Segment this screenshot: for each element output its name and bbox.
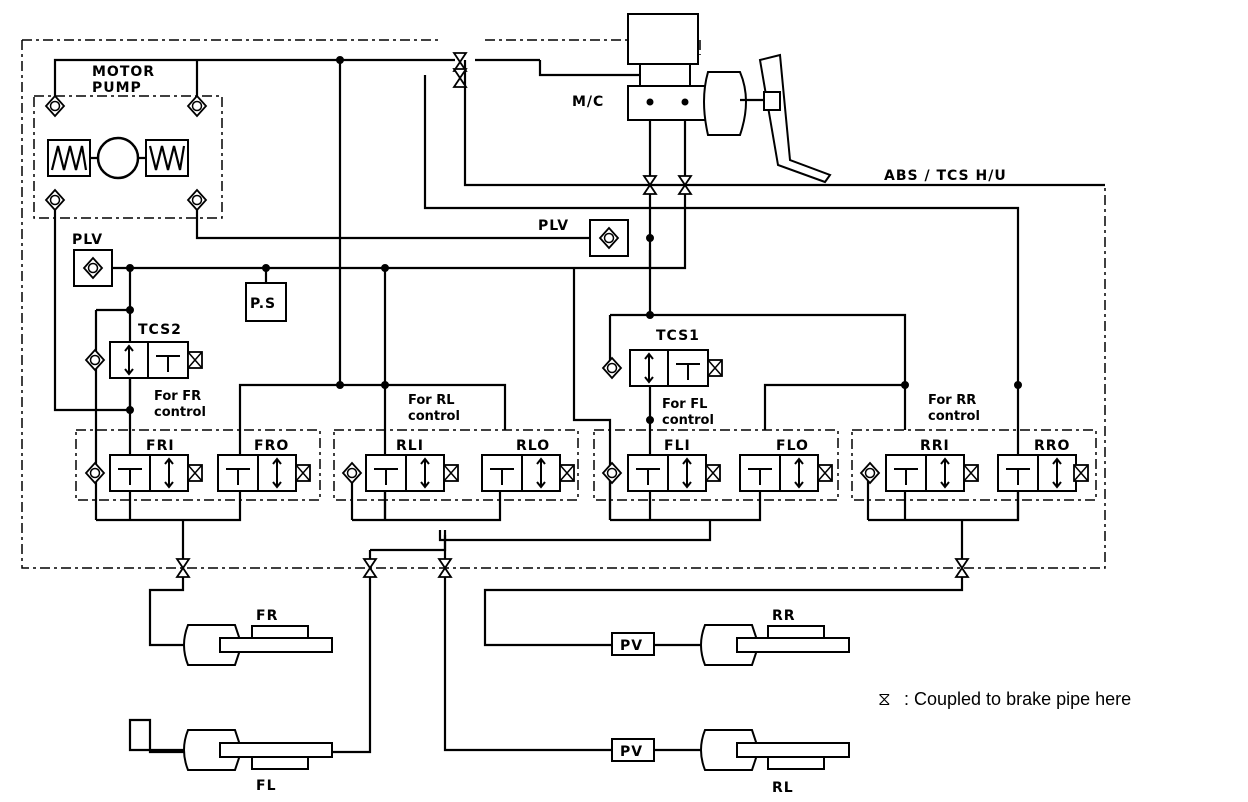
for-rl-label: For RL [408,393,455,408]
coupling-legend-text: : Coupled to brake pipe here [904,689,1131,709]
solenoid-icon [1073,464,1089,482]
fro-label: FRO [254,438,289,454]
tcs1-label: TCS1 [656,328,700,344]
check-valve-icon [602,462,622,484]
check-valve-icon [602,357,622,379]
hydraulic-unit-label: ABS / TCS H/U [884,168,1007,184]
wheel-fr-label: FR [256,608,278,624]
solenoid-icon [817,464,833,482]
plv-left-box [73,249,113,287]
motor-pump-box [33,95,223,219]
rri-label: RRI [920,438,950,454]
check-valve-icon [860,462,880,484]
wheel-fl [183,729,333,771]
fl-valve-group [593,429,839,501]
for-fr-control-label: control [154,405,206,420]
rli-label: RLI [396,438,424,454]
motor-label: MOTOR [92,64,155,80]
wheel-rl-label: RL [772,780,794,796]
fro-valve [217,454,311,492]
check-valve-icon [45,95,65,117]
pressure-switch-box [245,282,287,322]
fli-valve [602,454,721,492]
rli-valve [342,454,459,492]
wheel-fr [183,624,333,666]
solenoid-icon [705,464,721,482]
for-fr-label: For FR [154,389,201,404]
wheel-fl-label: FL [256,778,276,794]
check-valve-icon [85,349,105,371]
rl-valve-group [333,429,579,501]
for-rl-control-label: control [408,409,460,424]
coupling-legend-icon: ⧖ [878,689,891,709]
solenoid-icon [443,464,459,482]
wheel-rr [700,624,850,666]
rr-valve-group [851,429,1097,501]
pv-rr-box [611,632,655,656]
hydraulic-unit-boundary [21,39,1106,569]
coupling-icon [363,558,377,578]
mc-label: M/C [572,94,604,110]
solenoid-icon [559,464,575,482]
plv-left-label: PLV [72,232,103,248]
fri-label: FRI [146,438,175,454]
solenoid-icon [187,464,203,482]
pv-rr-label: PV [620,638,643,654]
pv-rl-label: PV [620,744,643,760]
solenoid-icon [963,464,979,482]
fli-label: FLI [664,438,691,454]
solenoid-icon [295,464,311,482]
rri-valve [860,454,979,492]
tcs2-valve [85,341,203,379]
for-rr-label: For RR [928,393,976,408]
check-valve-icon [187,95,207,117]
fri-valve [85,454,203,492]
wheel-rr-label: RR [772,608,796,624]
rlo-valve [481,454,575,492]
flo-valve [739,454,833,492]
junction-dots [126,56,1022,424]
for-fl-control-label: control [662,413,714,428]
check-valve-icon [45,189,65,211]
master-cylinder: M/C [572,13,832,184]
ps-label: P.S [250,296,276,312]
solenoid-icon [707,359,723,377]
plv-right-label: PLV [538,218,569,234]
check-valve-icon [342,462,362,484]
rro-label: RRO [1034,438,1070,454]
check-valve-icon [85,462,105,484]
wheel-rl [700,729,850,771]
hydraulic-lines [53,58,1105,754]
pv-rl-box [611,738,655,762]
motor-icon [96,136,140,180]
rro-valve [997,454,1089,492]
solenoid-icon [187,351,203,369]
for-rr-control-label: control [928,409,980,424]
pump-label: PUMP [92,80,142,96]
fr-valve-group [75,429,321,501]
tcs2-label: TCS2 [138,322,182,338]
flo-label: FLO [776,438,809,454]
check-valve-icon [187,189,207,211]
for-fl-label: For FL [662,397,707,412]
tcs1-valve [602,349,723,387]
rlo-label: RLO [516,438,550,454]
